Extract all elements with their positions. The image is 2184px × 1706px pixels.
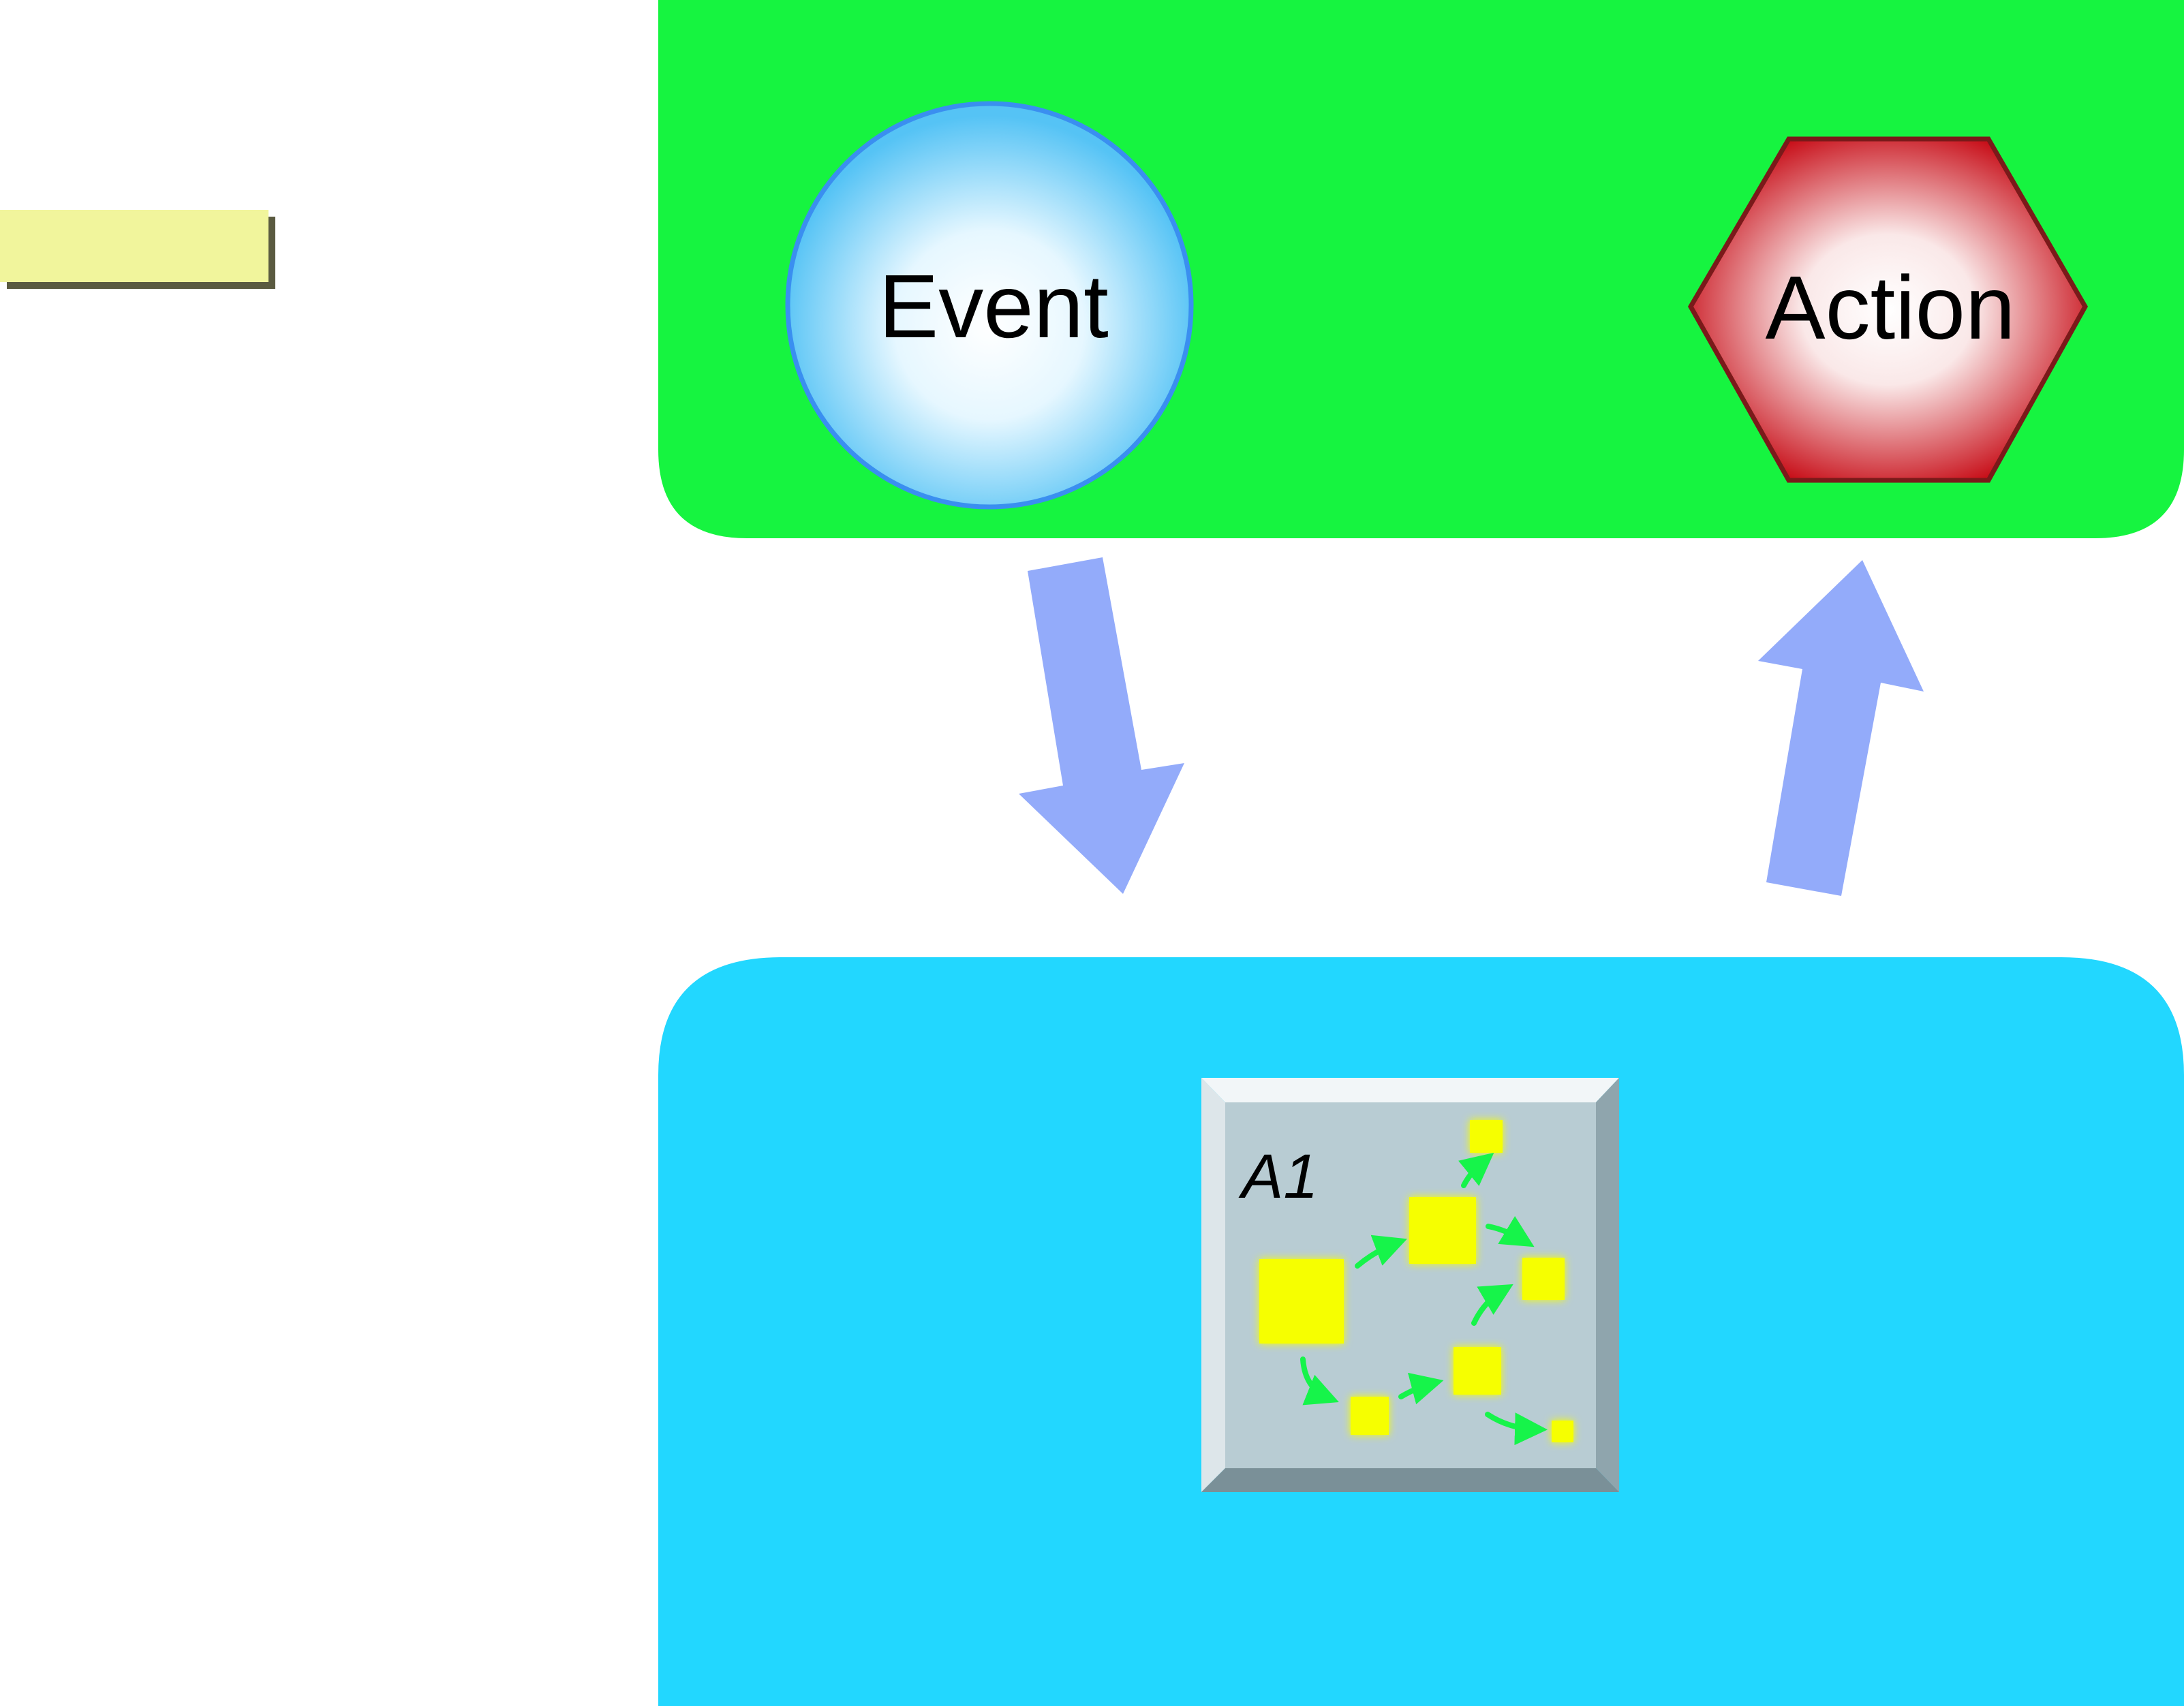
transition-arrow xyxy=(1486,1215,1535,1247)
state-square xyxy=(1409,1197,1476,1264)
event-label: Event xyxy=(878,256,1109,356)
transition-arrow xyxy=(1471,1284,1513,1326)
state-square xyxy=(1552,1421,1573,1442)
agent-module: A1 xyxy=(1201,1078,1619,1492)
transition-arrow xyxy=(1398,1372,1444,1405)
event-to-agent-arrow xyxy=(1019,557,1184,894)
action-node: Action xyxy=(1687,136,2089,483)
state-square xyxy=(1522,1258,1565,1300)
state-square xyxy=(1259,1259,1344,1344)
state-square xyxy=(1351,1397,1389,1435)
state-square xyxy=(1454,1347,1501,1395)
event-node: Event xyxy=(785,101,1194,510)
note-box xyxy=(0,210,275,289)
transition-arrow xyxy=(1300,1356,1339,1406)
transition-arrow xyxy=(1485,1412,1548,1446)
transition-arrow xyxy=(1355,1235,1407,1269)
state-square xyxy=(1470,1120,1503,1153)
action-label: Action xyxy=(1766,258,2016,358)
transition-arrow xyxy=(1458,1152,1494,1188)
agent-to-action-arrow xyxy=(1758,560,1924,896)
module-label: A1 xyxy=(1238,1142,1319,1211)
